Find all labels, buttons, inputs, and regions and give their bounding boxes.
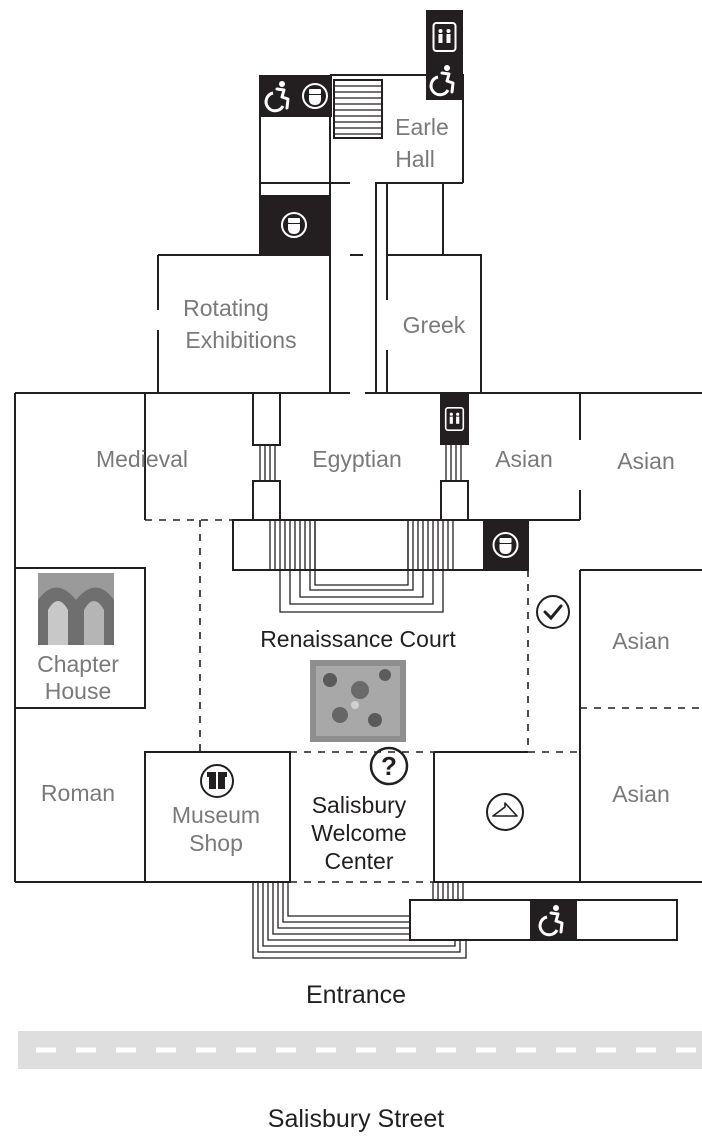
room-label: Shop bbox=[189, 830, 243, 856]
room-earle-hall: Earle Hall bbox=[395, 114, 449, 172]
checkmark-icon bbox=[536, 595, 570, 629]
accessible-icon bbox=[260, 75, 300, 117]
room-label: Chapter bbox=[37, 651, 119, 677]
renaissance-tapestry-image bbox=[310, 660, 406, 742]
room-welcome-center: Salisbury Welcome Center bbox=[311, 792, 407, 874]
room-label: Exhibitions bbox=[185, 327, 296, 353]
room-medieval: Medieval bbox=[96, 446, 188, 472]
room-label: Salisbury bbox=[312, 792, 407, 818]
room-egyptian: Egyptian bbox=[312, 446, 402, 472]
room-asian: Asian bbox=[612, 781, 670, 807]
room-label: Earle bbox=[395, 114, 449, 140]
room-rotating-exhibitions: Rotating Exhibitions bbox=[183, 295, 296, 353]
room-asian: Asian bbox=[612, 628, 670, 654]
room-asian: Asian bbox=[617, 448, 675, 474]
restroom-icon bbox=[260, 195, 330, 255]
room-museum-shop: Museum Shop bbox=[172, 802, 260, 856]
accessible-icon bbox=[530, 900, 577, 940]
room-roman: Roman bbox=[41, 780, 115, 806]
elevator-icon bbox=[426, 10, 463, 65]
room-label: House bbox=[45, 678, 111, 704]
room-label: Museum bbox=[172, 802, 260, 828]
restroom-icon bbox=[483, 520, 528, 570]
room-renaissance-court: Renaissance Court bbox=[260, 626, 456, 652]
room-label: Welcome bbox=[311, 820, 406, 846]
room-label: Center bbox=[324, 848, 393, 874]
elevator-icon bbox=[440, 393, 469, 445]
street bbox=[18, 1031, 702, 1069]
accessible-icon bbox=[426, 60, 463, 100]
info-icon: ? bbox=[369, 746, 409, 786]
restroom-icon bbox=[298, 75, 332, 117]
room-label: Hall bbox=[395, 146, 435, 172]
svg-text:?: ? bbox=[381, 751, 397, 781]
street-label: Salisbury Street bbox=[268, 1105, 445, 1133]
room-greek: Greek bbox=[403, 312, 466, 338]
room-asian: Asian bbox=[495, 446, 553, 472]
gift-icon bbox=[200, 764, 234, 798]
room-chapter-house: Chapter House bbox=[37, 651, 119, 704]
building-walls bbox=[14, 74, 702, 959]
coat-check-icon bbox=[486, 793, 524, 831]
entrance-label: Entrance bbox=[306, 981, 406, 1009]
chapter-house-photo bbox=[38, 573, 114, 645]
room-label: Rotating bbox=[183, 295, 269, 321]
